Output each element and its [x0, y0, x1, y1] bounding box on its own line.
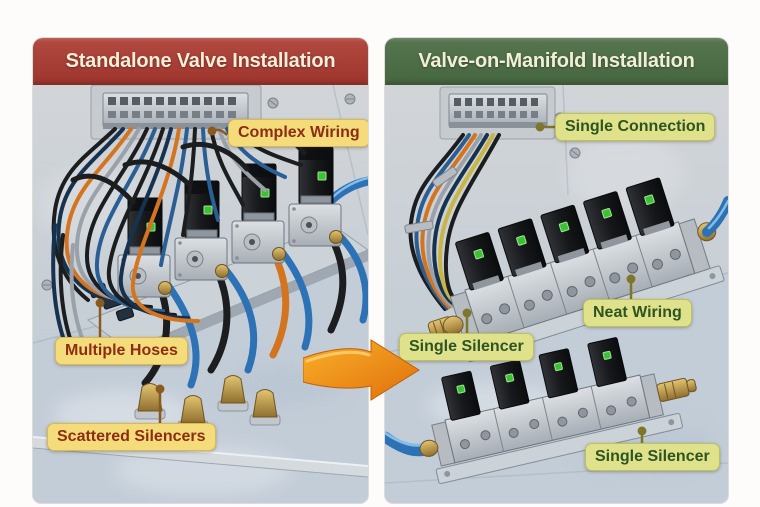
standalone-valve — [231, 163, 286, 264]
terminal-block — [439, 86, 556, 140]
silencer-icon — [217, 375, 249, 412]
led-indicator-icon — [473, 248, 485, 260]
callout-neat-wiring: Neat Wiring — [583, 299, 692, 327]
standalone-valve — [288, 146, 343, 247]
callout-single-silencer-top-label: Single Silencer — [409, 338, 524, 355]
led-indicator-icon — [203, 205, 213, 215]
cable-ties — [404, 166, 458, 234]
manifold-panel: Valve-on-Manifold Installation — [385, 38, 728, 503]
brass-fitting-icon — [272, 247, 286, 261]
led-indicator-icon — [644, 194, 655, 205]
manifold-solenoids — [455, 177, 675, 291]
standalone-panel: Standalone Valve Installation — [33, 38, 368, 503]
led-indicator-icon — [317, 171, 327, 181]
manifold-base-plate — [435, 412, 683, 485]
manifold-assembly-small — [385, 337, 697, 485]
led-indicator-icon — [456, 384, 466, 394]
led-indicator-icon — [602, 350, 612, 360]
manifold-solenoids — [441, 337, 627, 421]
callout-complex-wiring: Complex Wiring — [228, 119, 368, 147]
transition-arrow-icon — [303, 339, 420, 401]
callout-multiple-hoses-label: Multiple Hoses — [65, 342, 178, 359]
silencer-icon — [249, 389, 281, 426]
single-silencer-fitting — [656, 377, 697, 402]
led-indicator-icon — [516, 235, 527, 246]
standalone-panel-header: Standalone Valve Installation — [33, 38, 368, 85]
brass-fitting-icon — [215, 264, 229, 278]
callout-complex-wiring-label: Complex Wiring — [238, 124, 360, 141]
led-indicator-icon — [601, 207, 613, 219]
brass-fitting-icon — [329, 230, 343, 244]
led-indicator-icon — [553, 362, 563, 372]
callout-leaders — [462, 122, 647, 443]
wall-corner-edge — [332, 85, 368, 236]
manifold-ports — [481, 248, 681, 325]
manifold-scene: Single Connection Neat Wiring Single Sil… — [385, 85, 728, 503]
led-indicator-icon — [505, 373, 515, 383]
manifold-panel-title: Valve-on-Manifold Installation — [418, 50, 695, 72]
callout-single-silencer-top: Single Silencer — [399, 333, 534, 361]
wall-screws — [41, 93, 356, 291]
callout-neat-wiring-label: Neat Wiring — [593, 304, 682, 321]
callout-single-silencer-bottom-label: Single Silencer — [595, 448, 710, 465]
callout-single-connection-label: Single Connection — [565, 118, 706, 135]
standalone-scene: Complex Wiring Multiple Hoses Scattered … — [33, 85, 368, 503]
callout-single-silencer-bottom: Single Silencer — [585, 443, 720, 471]
callout-scattered-silencers-label: Scattered Silencers — [57, 428, 206, 445]
supply-hose-blue — [702, 196, 728, 237]
callout-leaders — [95, 126, 228, 423]
manifold-ports — [459, 396, 637, 450]
standalone-panel-title: Standalone Valve Installation — [65, 50, 336, 72]
callout-scattered-silencers: Scattered Silencers — [47, 423, 216, 451]
valve-air-hoses — [141, 231, 368, 389]
terminal-block — [90, 85, 262, 140]
led-indicator-icon — [558, 221, 570, 233]
callout-multiple-hoses: Multiple Hoses — [55, 337, 188, 365]
brass-fitting-icon — [158, 281, 172, 295]
manifold-panel-header: Valve-on-Manifold Installation — [385, 38, 728, 85]
floor-edge-shadow — [33, 447, 368, 478]
manifold-scene-illustration — [385, 85, 728, 503]
callout-single-connection: Single Connection — [555, 113, 716, 141]
inlet-fitting-icon — [419, 439, 439, 457]
tangled-wires — [51, 126, 307, 355]
